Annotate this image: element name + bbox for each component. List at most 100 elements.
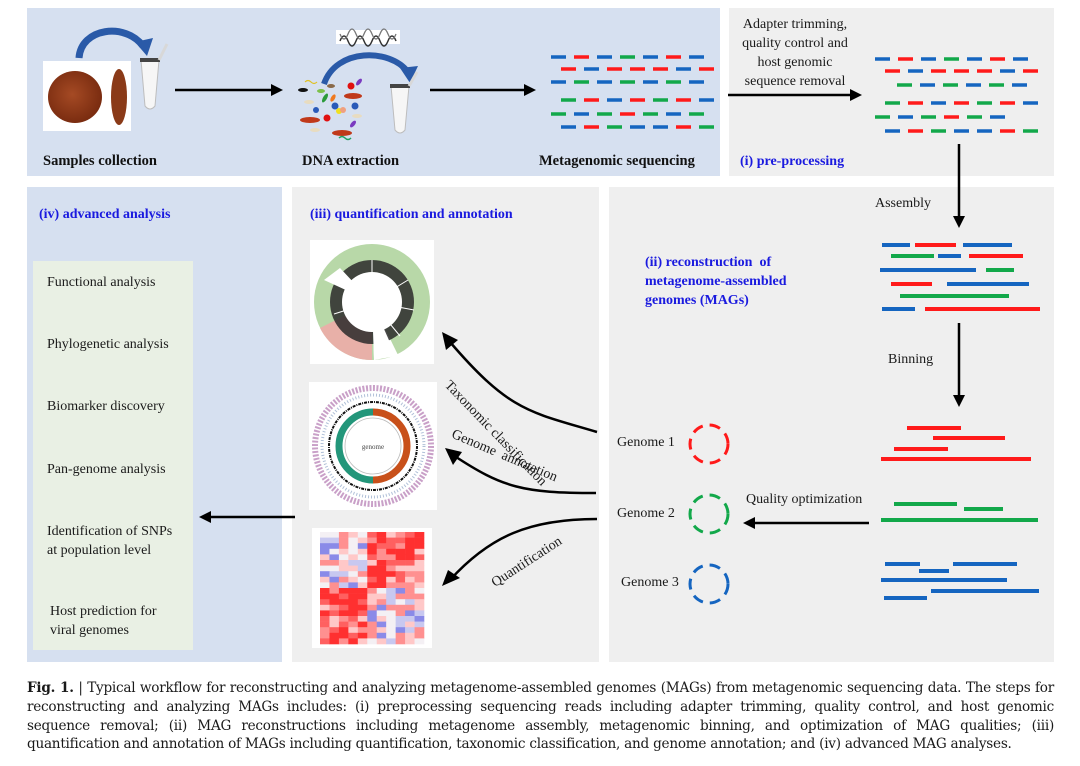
heatmap-cell — [395, 621, 406, 628]
arrow-to-genomes — [743, 517, 869, 529]
arrow-to-clean-reads — [728, 89, 862, 101]
heatmap-cell — [395, 576, 406, 583]
heatmap-cell — [320, 548, 330, 555]
heatmap-cell — [376, 627, 387, 634]
heatmap-cell — [395, 571, 406, 578]
analysis-functional: Functional analysis — [47, 273, 156, 292]
heatmap-cell — [376, 588, 387, 594]
heatmap-cell — [338, 599, 349, 606]
heatmap-cell — [405, 588, 415, 594]
heatmap-cell — [338, 565, 349, 572]
metagenomic-sequencing-label: Metagenomic sequencing — [539, 153, 695, 169]
heatmap-cell — [357, 604, 368, 611]
heatmap-cell — [367, 621, 378, 628]
heatmap-cell — [357, 588, 368, 594]
analysis-item-text: Functional analysis — [47, 275, 156, 290]
heatmap-cell — [386, 621, 396, 628]
heatmap-cell — [376, 565, 387, 572]
heatmap-cell — [320, 560, 330, 566]
heatmap-cell — [348, 571, 359, 578]
heatmap-cell — [348, 616, 359, 622]
assembly-label: Assembly — [875, 196, 931, 211]
heatmap-cell — [395, 543, 406, 550]
heatmap-cell — [357, 565, 368, 572]
heatmap-cell — [357, 554, 368, 561]
heatmap-cell — [395, 560, 406, 566]
heatmap-cell — [386, 537, 396, 544]
heatmap-cell — [405, 532, 415, 538]
reconstruction-title-line: metagenome-assembled — [645, 274, 787, 289]
heatmap-cell — [405, 616, 415, 622]
heatmap-cell — [329, 616, 340, 622]
heatmap-cell — [367, 616, 378, 622]
heatmap-cell — [414, 610, 425, 617]
heatmap-cell — [405, 537, 415, 544]
heatmap-cell — [357, 543, 368, 550]
extraction-tube-icon — [390, 71, 419, 134]
reconstruction-title-line: (ii) reconstruction of — [645, 255, 772, 270]
heatmap-cell — [320, 621, 330, 628]
heatmap-cell — [386, 604, 396, 611]
heatmap-cell — [395, 588, 406, 594]
phylogenetic-tree-image — [310, 240, 434, 364]
heatmap-cell — [405, 632, 415, 639]
circular-genome-map-image: genome — [309, 382, 437, 510]
quantification-arrow — [442, 517, 598, 586]
heatmap-cell — [395, 565, 406, 572]
binning-label: Binning — [888, 352, 934, 367]
heatmap-cell — [338, 582, 349, 589]
heatmap-cell — [367, 638, 378, 645]
heatmap-cell — [405, 576, 415, 583]
figure-label: Fig. 1. — [27, 680, 74, 696]
heatmap-cell — [320, 576, 330, 583]
heatmap-cell — [414, 638, 425, 645]
extraction-arrow-icon — [321, 52, 418, 86]
heatmap-cell — [357, 627, 368, 634]
heatmap-cell — [395, 532, 406, 538]
heatmap-cell — [414, 560, 425, 566]
heatmap-cell — [414, 565, 425, 572]
heatmap-cell — [320, 565, 330, 572]
heatmap-cell — [348, 627, 359, 634]
heatmap-cell — [414, 576, 425, 583]
heatmap-cell — [376, 582, 387, 589]
heatmap-cell — [329, 537, 340, 544]
heatmap-cell — [395, 548, 406, 555]
heatmap-cell — [386, 582, 396, 589]
preprocessing-text-line: Adapter trimming, — [742, 17, 848, 32]
heatmap-cell — [320, 571, 330, 578]
heatmap-cell — [320, 554, 330, 561]
heatmap-cell — [395, 582, 406, 589]
heatmap-cell — [376, 610, 387, 617]
heatmap-cell — [357, 548, 368, 555]
preprocessing-title: (i) pre-processing — [740, 154, 845, 169]
heatmap-cell — [320, 593, 330, 600]
heatmap-cell — [414, 554, 425, 561]
heatmap-cell — [348, 548, 359, 555]
analysis-item-text: Phylogenetic analysis — [47, 337, 169, 352]
heatmap-cell — [405, 593, 415, 600]
heatmap-cell — [386, 532, 396, 538]
heatmap-cell — [348, 621, 359, 628]
heatmap-cell — [357, 571, 368, 578]
heatmap-cell — [367, 548, 378, 555]
genome-3-label: Genome 3 — [621, 575, 679, 590]
analysis-item-text: Identification of SNPs — [47, 524, 173, 539]
heatmap-cell — [405, 621, 415, 628]
advanced-analysis-title: (iv) advanced analysis — [39, 207, 171, 222]
heatmap-cell — [386, 554, 396, 561]
heatmap-cell — [386, 588, 396, 594]
heatmap-cell — [376, 548, 387, 555]
heatmap-cell — [320, 588, 330, 594]
heatmap-cell — [405, 610, 415, 617]
heatmap-cell — [405, 554, 415, 561]
heatmap-cell — [367, 554, 378, 561]
abundance-heatmap — [320, 532, 425, 645]
heatmap-cell — [414, 604, 425, 611]
heatmap-cell — [338, 621, 349, 628]
heatmap-cell — [395, 627, 406, 634]
heatmap-cell — [395, 604, 406, 611]
heatmap-cell — [376, 571, 387, 578]
heatmap-cell — [338, 571, 349, 578]
quantification-annotation-title: (iii) quantification and annotation — [310, 207, 513, 222]
